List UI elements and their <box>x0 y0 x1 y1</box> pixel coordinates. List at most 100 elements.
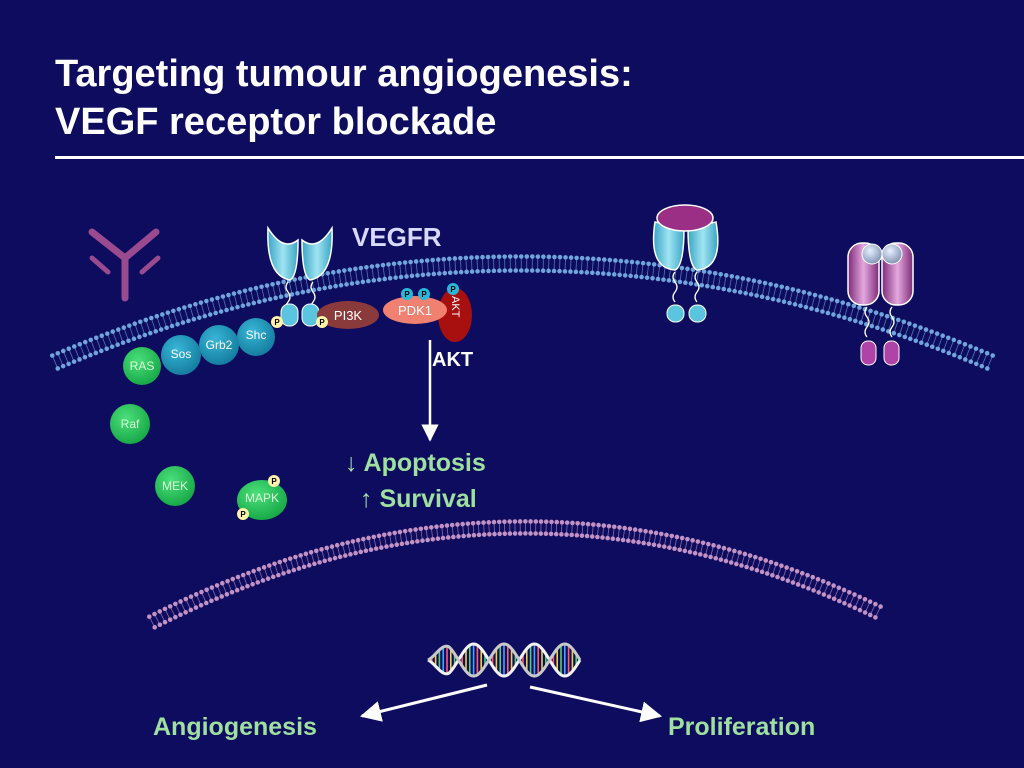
phospho-badge-receptor-right: P <box>316 316 328 328</box>
membrane-bead <box>546 268 551 274</box>
membrane-bead <box>355 537 361 543</box>
membrane-bead <box>153 329 159 334</box>
membrane-bead <box>334 542 340 548</box>
membrane-bead <box>595 270 601 276</box>
membrane-bead <box>968 359 974 364</box>
membrane-bead <box>579 269 584 275</box>
membrane-bead <box>739 563 744 568</box>
membrane-bead <box>554 519 560 525</box>
membrane-bead <box>875 325 880 331</box>
membrane-bead <box>781 299 787 305</box>
membrane-bead <box>317 560 322 565</box>
membrane-bead <box>293 554 298 560</box>
dna-strand <box>427 642 582 678</box>
dna-helix-icon <box>427 642 582 678</box>
membrane-bead <box>502 254 507 259</box>
membrane-bead <box>984 350 990 356</box>
membrane-bead <box>934 331 940 336</box>
membrane-bead <box>789 567 795 572</box>
membrane-bead <box>361 536 366 542</box>
membrane-bead <box>979 348 984 354</box>
membrane-bead <box>857 305 862 310</box>
membrane-bead <box>368 547 374 552</box>
membrane-bead <box>187 303 193 309</box>
membrane-bead <box>394 542 400 548</box>
membrane-bead <box>306 563 312 568</box>
membrane-bead <box>242 288 248 294</box>
membrane-bead <box>66 346 72 351</box>
membrane-bead <box>183 610 188 615</box>
membrane-bead <box>803 304 809 310</box>
membrane-bead <box>316 286 322 292</box>
membrane-bead <box>157 609 163 614</box>
membrane-bead <box>193 301 198 307</box>
membrane-bead <box>240 585 245 591</box>
membrane-bead <box>435 257 441 262</box>
membrane-bead <box>353 550 358 556</box>
membrane-bead <box>747 553 753 558</box>
membrane-bead <box>704 283 710 289</box>
membrane-bead <box>810 574 816 580</box>
membrane-bead <box>569 532 574 538</box>
membrane-bead <box>235 574 241 580</box>
vegfr-ligand-bound-icon <box>652 204 719 323</box>
membrane-bead <box>596 522 601 528</box>
phospho-label: P <box>319 318 325 327</box>
membrane-bead <box>701 269 707 274</box>
membrane-bead <box>474 255 480 260</box>
membrane-bead <box>740 276 746 281</box>
membrane-bead <box>615 537 621 542</box>
membrane-bead <box>688 281 694 286</box>
phospho-badge-pdk1-left: P <box>401 288 413 300</box>
membrane-bead <box>787 300 792 306</box>
membrane-bead <box>742 551 748 557</box>
membrane-bead <box>231 291 237 296</box>
membrane-bead <box>458 269 464 275</box>
membrane-bead <box>773 561 779 567</box>
membrane-bead <box>661 277 666 282</box>
membrane-bead <box>322 558 328 564</box>
membrane-bead <box>147 330 153 336</box>
arrow-to-angiogenesis <box>359 683 488 722</box>
membrane-bead <box>611 524 617 530</box>
membrane-bead <box>253 285 259 291</box>
membrane-bead <box>834 298 840 304</box>
membrane-bead <box>220 580 225 586</box>
membrane-bead <box>267 296 273 302</box>
membrane-bead <box>553 531 559 537</box>
membrane-bead <box>940 348 946 354</box>
membrane-bead <box>250 581 255 587</box>
membrane-bead <box>413 527 418 532</box>
membrane-bead <box>162 606 168 612</box>
membrane-bead <box>259 284 264 290</box>
membrane-bead <box>480 254 485 260</box>
membrane-bead <box>923 327 929 332</box>
membrane-bead <box>464 269 469 275</box>
membrane-bead <box>677 279 683 285</box>
membrane-bead <box>167 617 173 622</box>
membrane-bead <box>389 543 394 548</box>
membrane-bead <box>929 344 935 350</box>
membrane-bead <box>209 585 215 590</box>
membrane-bead <box>419 258 424 264</box>
membrane-bead <box>723 272 729 278</box>
membrane-bead <box>240 572 246 578</box>
membrane-bead <box>801 289 807 295</box>
membrane-bead <box>831 596 837 602</box>
membrane-bead <box>215 295 220 301</box>
grb2-node: Grb2 <box>199 325 239 365</box>
membrane-bead <box>342 268 347 273</box>
membrane-bead <box>951 337 957 343</box>
membrane-bead <box>908 336 913 342</box>
membrane-bead <box>590 270 595 276</box>
membrane-bead <box>737 550 742 555</box>
membrane-bead <box>224 307 229 313</box>
membrane-bead <box>602 257 607 262</box>
membrane-bead <box>306 288 311 294</box>
akt-kinase-label: AKT <box>449 296 461 318</box>
membrane-bead <box>82 339 88 345</box>
membrane-bead <box>169 323 175 329</box>
vegfr-receptor-icon <box>267 225 333 327</box>
membrane-bead <box>284 293 289 298</box>
